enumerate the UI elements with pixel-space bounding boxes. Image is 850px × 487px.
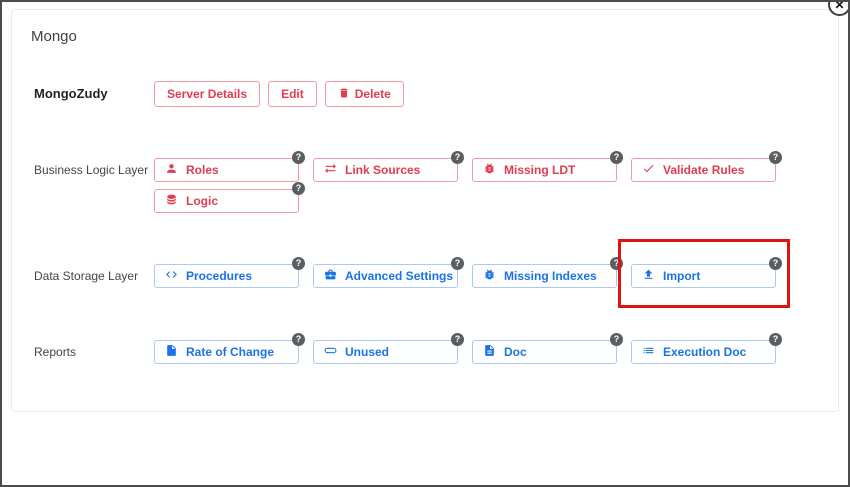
database-icon (165, 193, 178, 209)
close-icon[interactable]: ✕ (828, 2, 848, 16)
reports-buttons: Rate of Change ? Unused ? Doc ? Executio… (154, 333, 784, 364)
execution-doc-button[interactable]: Execution Doc ? (631, 333, 782, 364)
help-badge[interactable]: ? (769, 151, 782, 164)
server-name: MongoZudy (34, 86, 108, 101)
briefcase-icon (324, 268, 337, 284)
validate-rules-label: Validate Rules (663, 163, 745, 177)
advanced-settings-label: Advanced Settings (345, 269, 454, 283)
import-button[interactable]: Import ? (631, 257, 782, 288)
help-badge[interactable]: ? (610, 151, 623, 164)
missing-ldt-label: Missing LDT (504, 163, 576, 177)
section-label: Reports (34, 345, 77, 359)
roles-label: Roles (186, 163, 219, 177)
server-details-label: Server Details (167, 87, 248, 101)
edit-label: Edit (281, 87, 304, 101)
doc-button[interactable]: Doc ? (472, 333, 623, 364)
help-badge[interactable]: ? (292, 257, 305, 270)
file-icon (165, 344, 178, 360)
server-row: MongoZudy Server Details Edit Delete (12, 81, 838, 107)
help-badge[interactable]: ? (610, 333, 623, 346)
rate-of-change-label: Rate of Change (186, 345, 275, 359)
help-badge[interactable]: ? (292, 333, 305, 346)
code-icon (165, 268, 178, 284)
help-badge[interactable]: ? (769, 257, 782, 270)
logic-label: Logic (186, 194, 218, 208)
server-actions: Server Details Edit Delete (154, 81, 404, 107)
edit-button[interactable]: Edit (268, 81, 317, 107)
link-sources-button[interactable]: Link Sources ? (313, 151, 464, 182)
doc-icon (483, 344, 496, 360)
roles-button[interactable]: Roles ? (154, 151, 305, 182)
missing-indexes-label: Missing Indexes (504, 269, 597, 283)
data-storage-buttons: Procedures ? Advanced Settings ? Missing… (154, 257, 784, 288)
section-label: Business Logic Layer (34, 163, 149, 177)
help-badge[interactable]: ? (769, 333, 782, 346)
rate-of-change-button[interactable]: Rate of Change ? (154, 333, 305, 364)
advanced-settings-button[interactable]: Advanced Settings ? (313, 257, 464, 288)
help-badge[interactable]: ? (451, 333, 464, 346)
pill-outline-icon (324, 344, 337, 360)
execution-doc-label: Execution Doc (663, 345, 747, 359)
page-title: Mongo (31, 28, 77, 45)
section-label: Data Storage Layer (34, 269, 139, 283)
help-badge[interactable]: ? (451, 257, 464, 270)
person-icon (165, 162, 178, 178)
doc-label: Doc (504, 345, 527, 359)
list-icon (642, 344, 655, 360)
procedures-label: Procedures (186, 269, 253, 283)
server-details-button[interactable]: Server Details (154, 81, 261, 107)
bug-icon (483, 162, 496, 178)
mongo-modal: Mongo MongoZudy Server Details Edit Dele… (11, 9, 839, 412)
sync-arrows-icon (324, 162, 337, 178)
help-badge[interactable]: ? (292, 182, 305, 195)
unused-label: Unused (345, 345, 390, 359)
validate-rules-button[interactable]: Validate Rules ? (631, 151, 782, 182)
help-badge[interactable]: ? (292, 151, 305, 164)
bug-icon (483, 268, 496, 284)
delete-button[interactable]: Delete (324, 81, 404, 107)
unused-button[interactable]: Unused ? (313, 333, 464, 364)
delete-label: Delete (354, 87, 391, 101)
business-logic-buttons: Roles ? Link Sources ? Missing LDT ? Val… (154, 151, 784, 213)
missing-ldt-button[interactable]: Missing LDT ? (472, 151, 623, 182)
import-label: Import (663, 269, 701, 283)
help-badge[interactable]: ? (610, 257, 623, 270)
check-icon (642, 162, 655, 178)
procedures-button[interactable]: Procedures ? (154, 257, 305, 288)
trash-icon (338, 87, 350, 102)
upload-icon (642, 268, 655, 284)
logic-button[interactable]: Logic ? (154, 182, 305, 213)
missing-indexes-button[interactable]: Missing Indexes ? (472, 257, 623, 288)
help-badge[interactable]: ? (451, 151, 464, 164)
link-sources-label: Link Sources (345, 163, 421, 177)
